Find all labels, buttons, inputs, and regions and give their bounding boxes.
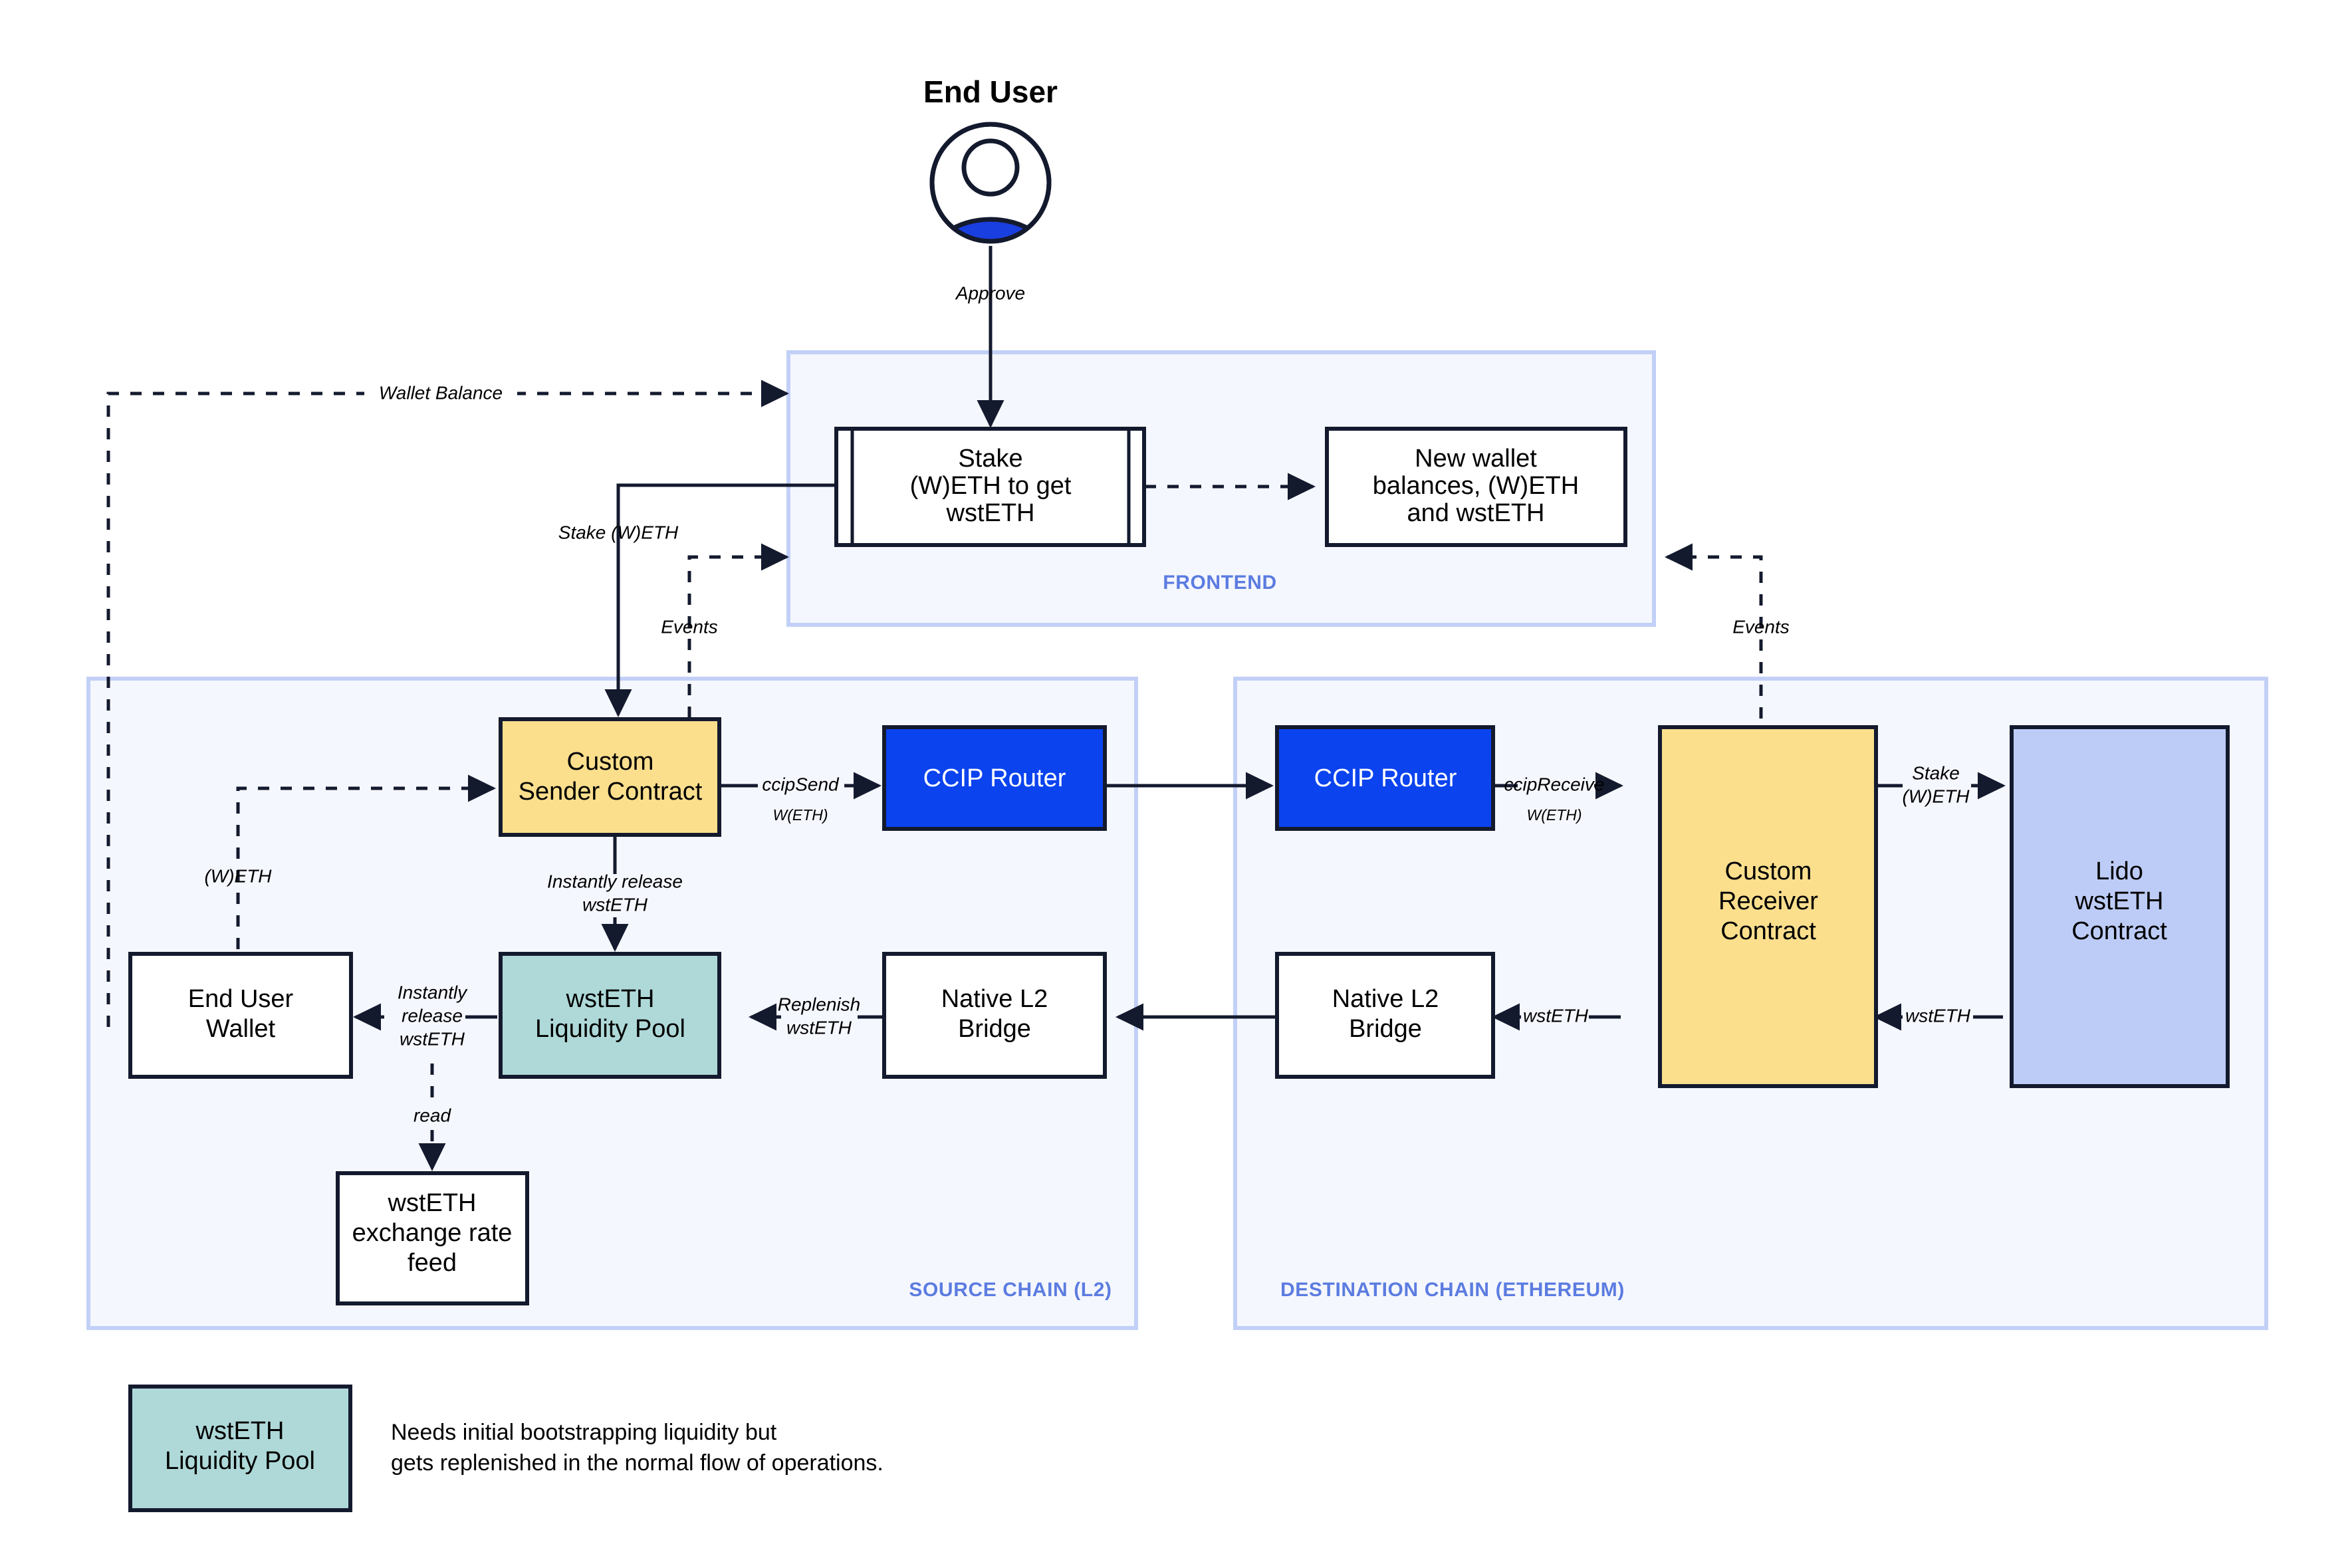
node-ccip-router-source-label: CCIP Router: [923, 764, 1066, 792]
node-stake-ui-line-0: Stake: [958, 445, 1022, 473]
edge-label-wsteth-lido-recv: wstETH: [1905, 1005, 1971, 1026]
node-rate-feed-line-1: exchange rate: [352, 1219, 513, 1247]
legend: wstETH Liquidity Pool Needs initial boot…: [128, 1385, 883, 1512]
node-lido-contract: Lido wstETH Contract: [2010, 725, 2230, 1088]
node-bridge-source-line-1: Bridge: [958, 1015, 1031, 1043]
node-rate-feed: wstETH exchange rate feed: [336, 1171, 529, 1305]
node-receiver-contract-line-0: Custom: [1725, 857, 1812, 885]
node-liquidity-pool-line-0: wstETH: [566, 985, 655, 1013]
actor-label: End User: [923, 74, 1058, 109]
legend-swatch-line-0: wstETH: [195, 1417, 285, 1445]
edge-label-wsteth-recv-bridge: wstETH: [1523, 1005, 1589, 1026]
edge-label-ccip-send-sub: W(ETH): [772, 806, 828, 824]
edge-events-right: [1664, 543, 1763, 719]
node-bridge-destination-line-1: Bridge: [1349, 1015, 1422, 1043]
node-stake-ui-line-2: wstETH: [946, 499, 1035, 527]
edge-label-replenish-0: Replenish: [778, 994, 861, 1014]
node-lido-contract-line-1: wstETH: [2075, 887, 2164, 915]
node-sender-contract-line-0: Custom: [567, 748, 654, 776]
node-liquidity-pool-line-1: Liquidity Pool: [535, 1015, 685, 1043]
user-avatar-icon: [929, 122, 1052, 244]
node-stake-ui[interactable]: Stake (W)ETH to get wstETH: [834, 427, 1146, 547]
node-receiver-contract-line-1: Receiver: [1718, 887, 1818, 915]
actor-end-user: End User: [923, 74, 1058, 244]
edge-label-instantly-release-h-1: release: [402, 1005, 463, 1026]
edge-label-replenish-1: wstETH: [786, 1017, 852, 1038]
edge-label-instantly-release-h-2: wstETH: [400, 1028, 465, 1049]
node-ccip-router-source: CCIP Router: [882, 725, 1107, 831]
node-rate-feed-line-2: feed: [408, 1249, 457, 1277]
edge-label-instantly-release-v-0: Instantly release: [547, 871, 683, 891]
legend-swatch: [128, 1385, 352, 1512]
node-receiver-contract-line-2: Contract: [1720, 917, 1816, 945]
edge-label-stake-weth-right-0: Stake: [1912, 762, 1960, 783]
edge-label-stake-weth-right-1: (W)ETH: [1902, 786, 1970, 806]
edge-events-left: [687, 543, 790, 718]
edge-wallet-balance: [106, 380, 790, 1027]
zone-label-frontend: FRONTEND: [1163, 572, 1276, 594]
node-new-balances: New wallet balances, (W)ETH and wstETH: [1325, 427, 1627, 547]
edge-label-events-left: Events: [661, 616, 718, 637]
node-new-balances-line-2: and wstETH: [1407, 499, 1545, 527]
node-bridge-destination: Native L2 Bridge: [1275, 952, 1495, 1079]
edge-label-ccip-send: ccipSend: [762, 774, 840, 794]
zone-label-destination-chain: DESTINATION CHAIN (ETHEREUM): [1280, 1279, 1625, 1301]
node-new-balances-line-0: New wallet: [1415, 445, 1537, 473]
edge-label-wallet-balance: Wallet Balance: [379, 382, 503, 403]
node-ccip-router-destination: CCIP Router: [1275, 725, 1495, 831]
edge-label-stake-weth: Stake (W)ETH: [558, 522, 679, 542]
node-bridge-source: Native L2 Bridge: [882, 952, 1107, 1079]
node-lido-contract-line-2: Contract: [2071, 917, 2167, 945]
node-ccip-router-destination-label: CCIP Router: [1314, 764, 1457, 792]
node-stake-ui-line-1: (W)ETH to get: [910, 472, 1072, 500]
node-new-balances-line-1: balances, (W)ETH: [1373, 472, 1579, 500]
legend-swatch-line-1: Liquidity Pool: [165, 1447, 315, 1475]
node-user-wallet-line-1: Wallet: [206, 1015, 276, 1043]
edge-stake-weth: [604, 483, 834, 718]
legend-note-line-0: Needs initial bootstrapping liquidity bu…: [391, 1420, 777, 1445]
node-user-wallet-line-0: End User: [188, 985, 294, 1013]
edge-label-weth-left: (W)ETH: [204, 865, 272, 886]
edge-weth-wallet-to-sender: [236, 774, 497, 1017]
node-receiver-contract: Custom Receiver Contract: [1658, 725, 1878, 1088]
edge-label-read: read: [413, 1105, 451, 1125]
legend-note-line-1: gets replenished in the normal flow of o…: [391, 1450, 883, 1476]
edge-label-instantly-release-h-0: Instantly: [398, 982, 468, 1002]
node-bridge-source-line-0: Native L2: [941, 985, 1048, 1013]
node-rate-feed-line-0: wstETH: [388, 1189, 477, 1217]
node-lido-contract-line-0: Lido: [2095, 857, 2143, 885]
node-bridge-destination-line-0: Native L2: [1332, 985, 1439, 1013]
node-sender-contract-line-1: Sender Contract: [519, 778, 703, 806]
node-user-wallet: End User Wallet: [128, 952, 353, 1079]
edge-label-ccip-receive-sub: W(ETH): [1526, 806, 1582, 824]
node-liquidity-pool: wstETH Liquidity Pool: [499, 952, 721, 1079]
edge-label-instantly-release-v-1: wstETH: [582, 894, 648, 915]
zone-label-source-chain: SOURCE CHAIN (L2): [909, 1279, 1112, 1301]
edge-label-ccip-receive: ccipReceive: [1504, 774, 1605, 794]
edge-label-approve: Approve: [955, 282, 1025, 303]
node-sender-contract: Custom Sender Contract: [499, 717, 721, 837]
edge-label-events-right: Events: [1732, 616, 1790, 637]
